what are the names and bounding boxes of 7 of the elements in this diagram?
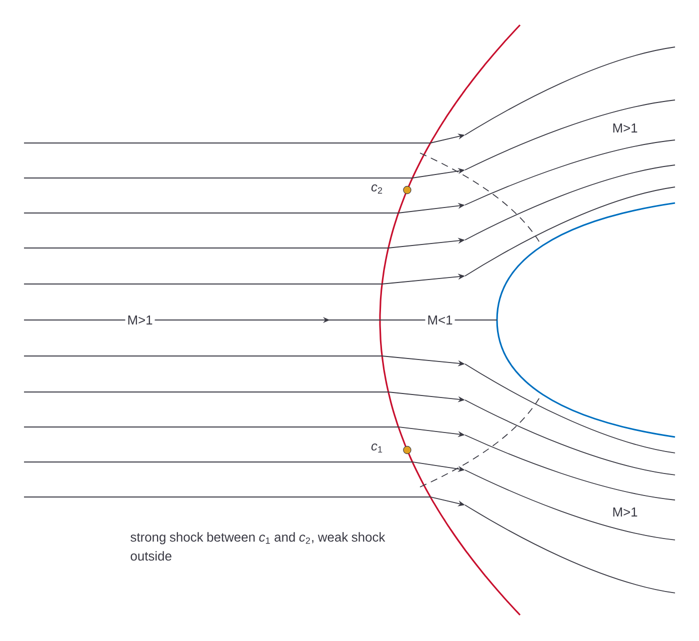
flow-label: M>1 [610, 506, 640, 518]
flow-label: M>1 [125, 314, 155, 326]
point-label: c$_{2}$ [371, 184, 382, 194]
point-label: c$_{1}$ [371, 443, 382, 453]
caption: strong shock between c$_{1}$ and c$_{2}$, weak shock outside [130, 532, 386, 561]
flow-label: M>1 [613, 124, 638, 132]
flow-label: M<1 [425, 314, 455, 326]
